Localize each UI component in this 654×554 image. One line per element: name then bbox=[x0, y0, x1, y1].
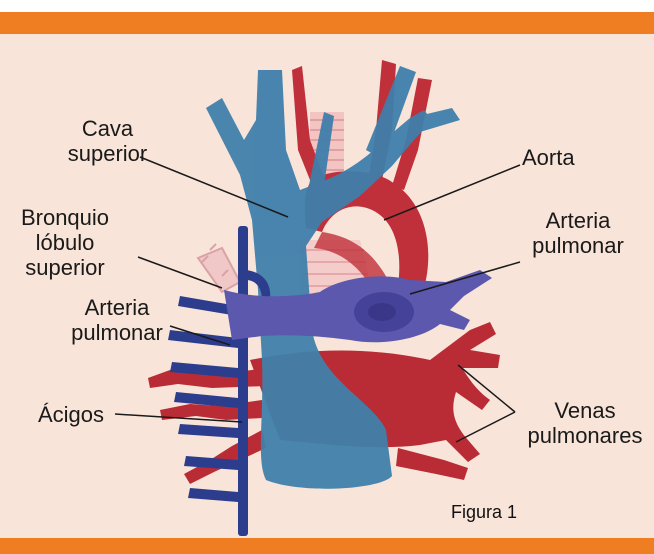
label-arteria-left-line2: pulmonar bbox=[62, 320, 172, 345]
label-arteria-left-line1: Arteria bbox=[62, 295, 172, 320]
label-bronquio-line2: lóbulo bbox=[10, 230, 120, 255]
label-venas-pulmonares: Venas pulmonares bbox=[518, 398, 652, 448]
label-bronquio-line3: superior bbox=[10, 255, 120, 280]
label-acigos: Ácigos bbox=[38, 402, 104, 427]
label-cava-line1: Cava bbox=[55, 116, 160, 141]
label-arteria-pulmonar-right: Arteria pulmonar bbox=[518, 208, 638, 258]
bronchus-upper-lobe bbox=[198, 244, 240, 292]
bottom-orange-band bbox=[0, 538, 654, 554]
label-venas-line1: Venas bbox=[518, 398, 652, 423]
label-bronquio-lobulo-superior: Bronquio lóbulo superior bbox=[10, 205, 120, 280]
label-arteria-right-line2: pulmonar bbox=[518, 233, 638, 258]
label-arteria-right-line1: Arteria bbox=[518, 208, 638, 233]
label-arteria-pulmonar-left: Arteria pulmonar bbox=[62, 295, 172, 345]
label-cava-line2: superior bbox=[55, 141, 160, 166]
figure-caption: Figura 1 bbox=[451, 502, 517, 523]
label-bronquio-line1: Bronquio bbox=[10, 205, 120, 230]
label-venas-line2: pulmonares bbox=[518, 423, 652, 448]
label-cava-superior: Cava superior bbox=[55, 116, 160, 166]
label-aorta: Aorta bbox=[522, 145, 575, 170]
